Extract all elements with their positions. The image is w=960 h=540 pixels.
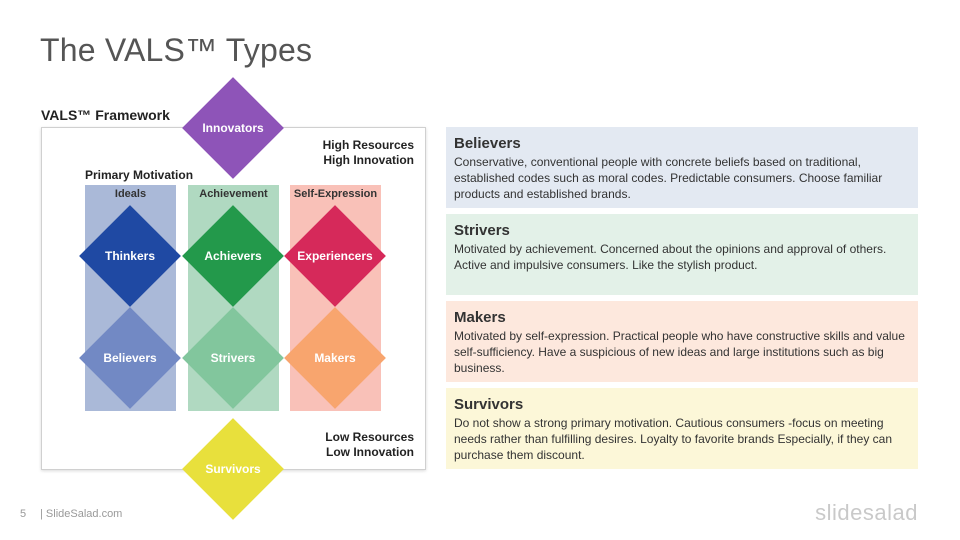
innovators-label: Innovators <box>202 121 264 135</box>
achievers-label: Achievers <box>204 249 262 263</box>
top-right-label: High Resources High Innovation <box>300 138 414 168</box>
strivers-label: Strivers <box>210 351 256 365</box>
footer-site: | SlideSalad.com <box>40 508 123 520</box>
survivors-text: Do not show a strong primary motivation.… <box>454 416 893 462</box>
believers-text: Conservative, conventional people with c… <box>454 155 883 201</box>
column-head-achievement: Achievement <box>199 188 268 200</box>
strivers-description: Strivers Motivated by achievement. Conce… <box>446 214 918 295</box>
believers-title: Believers <box>454 135 521 152</box>
strivers-title: Strivers <box>454 222 510 239</box>
column-head-ideals: Ideals <box>114 188 147 200</box>
believers-label: Believers <box>103 351 157 365</box>
thinkers-label: Thinkers <box>104 249 155 263</box>
brand-logo: slidesalad <box>815 500 918 525</box>
page-number: 5 <box>20 508 27 520</box>
makers-description: Makers Motivated by self-expression. Pra… <box>446 301 918 382</box>
low-resources-label: Low Resources <box>325 430 414 444</box>
framework-label: VALS™ Framework <box>41 107 170 123</box>
strivers-text: Motivated by achievement. Concerned abou… <box>454 242 887 272</box>
believers-description: Believers Conservative, conventional peo… <box>446 127 918 208</box>
survivors-description: Survivors Do not show a strong primary m… <box>446 388 918 469</box>
bottom-right-label: Low Resources Low Innovation <box>300 430 414 460</box>
experiencers-label: Experiencers <box>297 249 373 263</box>
survivors-label: Survivors <box>205 462 261 476</box>
makers-text: Motivated by self-expression. Practical … <box>454 329 905 375</box>
low-innovation-label: Low Innovation <box>326 445 414 459</box>
primary-motivation-label: Primary Motivation <box>85 168 194 182</box>
survivors-title: Survivors <box>454 396 524 413</box>
makers-title: Makers <box>454 309 506 326</box>
high-resources-label: High Resources <box>322 138 414 152</box>
page-title: The VALS™ Types <box>40 32 313 68</box>
high-innovation-label: High Innovation <box>323 153 414 167</box>
column-head-self-expression: Self-Expression <box>293 188 378 200</box>
makers-label: Makers <box>314 351 356 365</box>
